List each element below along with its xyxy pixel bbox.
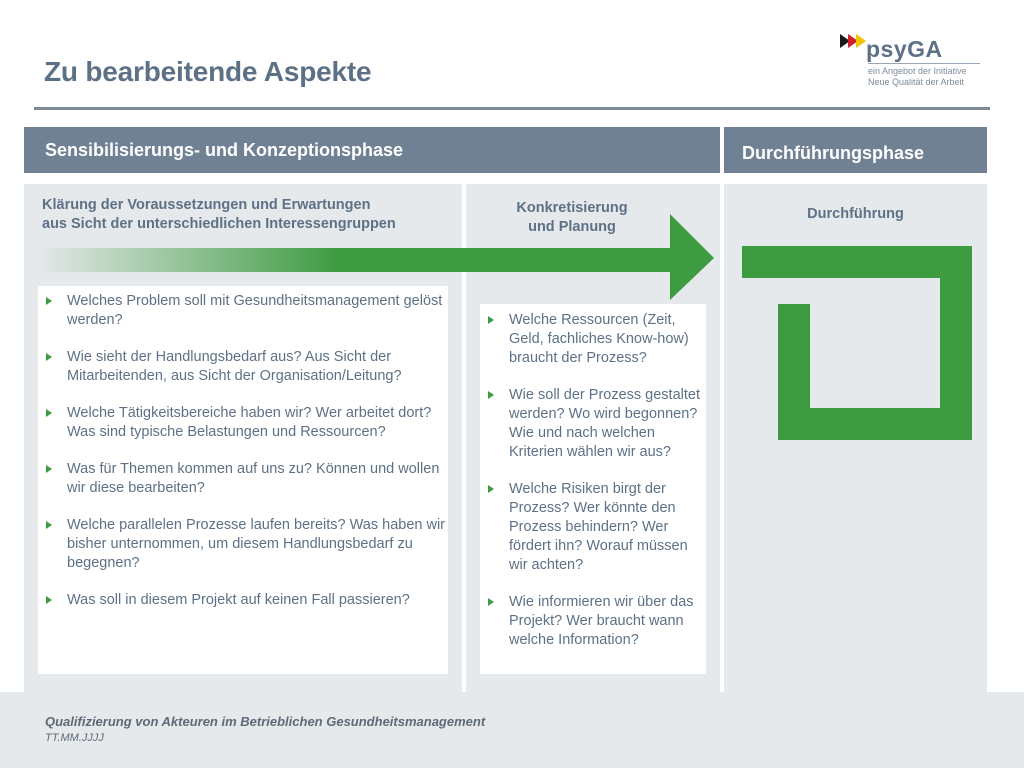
column-execution-heading: Durchführung [807,206,904,222]
list-item: Was soll in diesem Projekt auf keinen Fa… [38,591,448,610]
bullet-arrow-icon [488,598,494,606]
questions-box-planning [480,304,706,674]
list-item: Wie soll der Prozess gestaltet werden? W… [480,386,706,462]
bullet-arrow-icon [46,521,52,529]
phase-header-conception-label: Sensibilisierungs- und Konzeptionsphase [45,139,404,160]
column-planning-heading-line-2: und Planung [528,219,616,235]
logo-divider [868,63,980,64]
questions-list-planning: Welche Ressourcen (Zeit, Geld, fachliche… [480,311,706,668]
logo-tagline-line-1: ein Angebot der Initiative [868,66,967,76]
footer-date: TT.MM.JJJJ [45,732,104,744]
process-arrow-icon [34,214,714,300]
bullet-arrow-icon [488,316,494,324]
phase-header-conception: Sensibilisierungs- und Konzeptionsphase [24,127,720,173]
footer-title: Qualifizierung von Akteuren im Betriebli… [45,714,486,729]
bullet-arrow-icon [46,596,52,604]
list-item: Welche Ressourcen (Zeit, Geld, fachliche… [480,311,706,368]
questions-list-clarification: Welches Problem soll mit Gesundheitsmana… [38,292,448,628]
bullet-arrow-icon [46,465,52,473]
footer [0,692,1024,768]
bullet-arrow-icon [46,409,52,417]
bullet-arrow-icon [488,485,494,493]
logo-tagline: ein Angebot der Initiative Neue Qualität… [868,66,967,88]
phase-header-execution-label: Durchführungsphase [742,143,925,163]
bullet-arrow-icon [488,391,494,399]
column-planning-heading: Konkretisierung und Planung [470,199,674,237]
title-divider [34,107,990,110]
page-title: Zu bearbeitende Aspekte [44,56,372,87]
bullet-arrow-icon [46,297,52,305]
execution-cycle-icon [742,246,972,440]
list-item: Welches Problem soll mit Gesundheitsmana… [38,292,448,330]
column-clarification-heading: Klärung der Voraussetzungen und Erwartun… [42,196,462,234]
questions-box-clarification [38,286,448,674]
phase-header-execution: Durchführungsphase [724,127,987,173]
logo-name: psyGA [866,36,943,62]
logo-arrows-icon [840,34,866,48]
list-item: Wie sieht der Handlungsbedarf aus? Aus S… [38,348,448,386]
bullet-arrow-icon [46,353,52,361]
column-clarification-heading-line-2: aus Sicht der unterschiedlichen Interess… [42,216,396,232]
list-item: Was für Themen kommen auf uns zu? Können… [38,460,448,498]
logo-tagline-line-2: Neue Qualität der Arbeit [868,77,965,87]
list-item: Welche parallelen Prozesse laufen bereit… [38,516,448,573]
list-item: Welche Tätigkeitsbereiche haben wir? Wer… [38,404,448,442]
column-planning-heading-line-1: Konkretisierung [516,200,628,216]
list-item: Wie informieren wir über das Projekt? We… [480,593,706,650]
column-clarification-heading-line-1: Klärung der Voraussetzungen und Erwartun… [42,197,371,213]
list-item: Welche Risiken birgt der Prozess? Wer kö… [480,480,706,575]
